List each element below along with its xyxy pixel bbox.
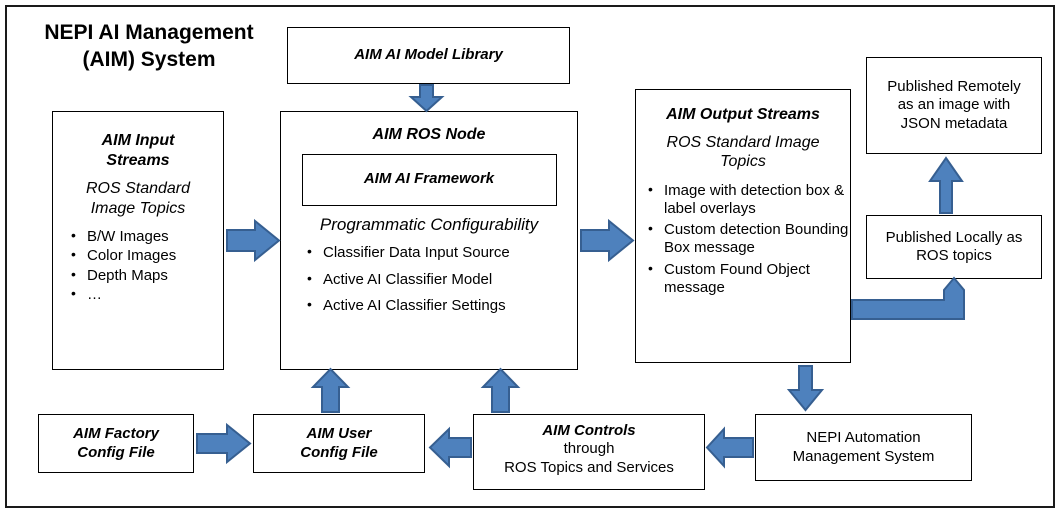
list-item: Classifier Data Input Source <box>307 243 577 262</box>
ai-framework-title: AIM AI Framework <box>363 170 495 188</box>
node-nepi-automation-management-system[interactable]: NEPI Automation Management System <box>755 414 972 481</box>
node-aim-output-streams[interactable]: AIM Output Streams ROS Standard Image To… <box>635 89 851 363</box>
published-locally-text: Published Locally as ROS topics <box>885 228 1023 264</box>
output-streams-subtitle: ROS Standard Image Topics <box>666 133 820 171</box>
list-item: Active AI Classifier Settings <box>307 296 577 315</box>
node-aim-ros-node[interactable]: AIM ROS Node AIM AI Framework Programmat… <box>280 111 578 370</box>
node-aim-factory-config-file[interactable]: AIM Factory Config File <box>38 414 194 473</box>
ros-node-bullet-list: Classifier Data Input Source Active AI C… <box>281 243 577 316</box>
factory-config-title: AIM Factory Config File <box>73 425 159 461</box>
output-streams-bullet-list: Image with detection box & label overlay… <box>636 181 850 299</box>
aim-controls-line2: through <box>563 440 615 458</box>
ros-node-subtitle: Programmatic Configurability <box>319 214 539 234</box>
list-item: Color Images <box>71 246 223 265</box>
node-aim-input-streams[interactable]: AIM Input Streams ROS Standard Image Top… <box>52 111 224 370</box>
list-item: Depth Maps <box>71 266 223 285</box>
automation-text: NEPI Automation Management System <box>792 429 935 465</box>
node-published-remotely[interactable]: Published Remotely as an image with JSON… <box>866 57 1042 154</box>
user-config-title: AIM User Config File <box>300 425 378 461</box>
published-remotely-text: Published Remotely as an image with JSON… <box>887 78 1021 132</box>
model-library-title: AIM AI Model Library <box>354 46 503 64</box>
output-streams-title: AIM Output Streams <box>666 106 820 123</box>
ros-node-title: AIM ROS Node <box>372 126 486 143</box>
node-aim-ai-framework[interactable]: AIM AI Framework <box>301 153 557 206</box>
input-streams-subtitle: ROS Standard Image Topics <box>85 180 191 217</box>
list-item: … <box>71 285 223 304</box>
page-title: NEPI AI Management (AIM) System <box>44 21 254 71</box>
input-streams-title: AIM Input Streams <box>101 132 175 169</box>
list-item: Image with detection box & label overlay… <box>648 181 850 219</box>
aim-controls-line3: ROS Topics and Services <box>504 458 674 476</box>
diagram-outer-frame <box>5 5 1055 508</box>
list-item: Custom detection Bounding Box message <box>648 220 850 258</box>
node-aim-controls[interactable]: AIM Controls through ROS Topics and Serv… <box>473 414 705 490</box>
node-aim-ai-model-library[interactable]: AIM AI Model Library <box>287 27 570 84</box>
node-aim-user-config-file[interactable]: AIM User Config File <box>253 414 425 473</box>
node-published-locally[interactable]: Published Locally as ROS topics <box>866 215 1042 279</box>
input-streams-bullet-list: B/W Images Color Images Depth Maps … <box>53 227 223 305</box>
list-item: B/W Images <box>71 227 223 246</box>
list-item: Custom Found Object message <box>648 260 850 298</box>
aim-controls-title: AIM Controls <box>542 422 636 439</box>
list-item: Active AI Classifier Model <box>307 270 577 289</box>
